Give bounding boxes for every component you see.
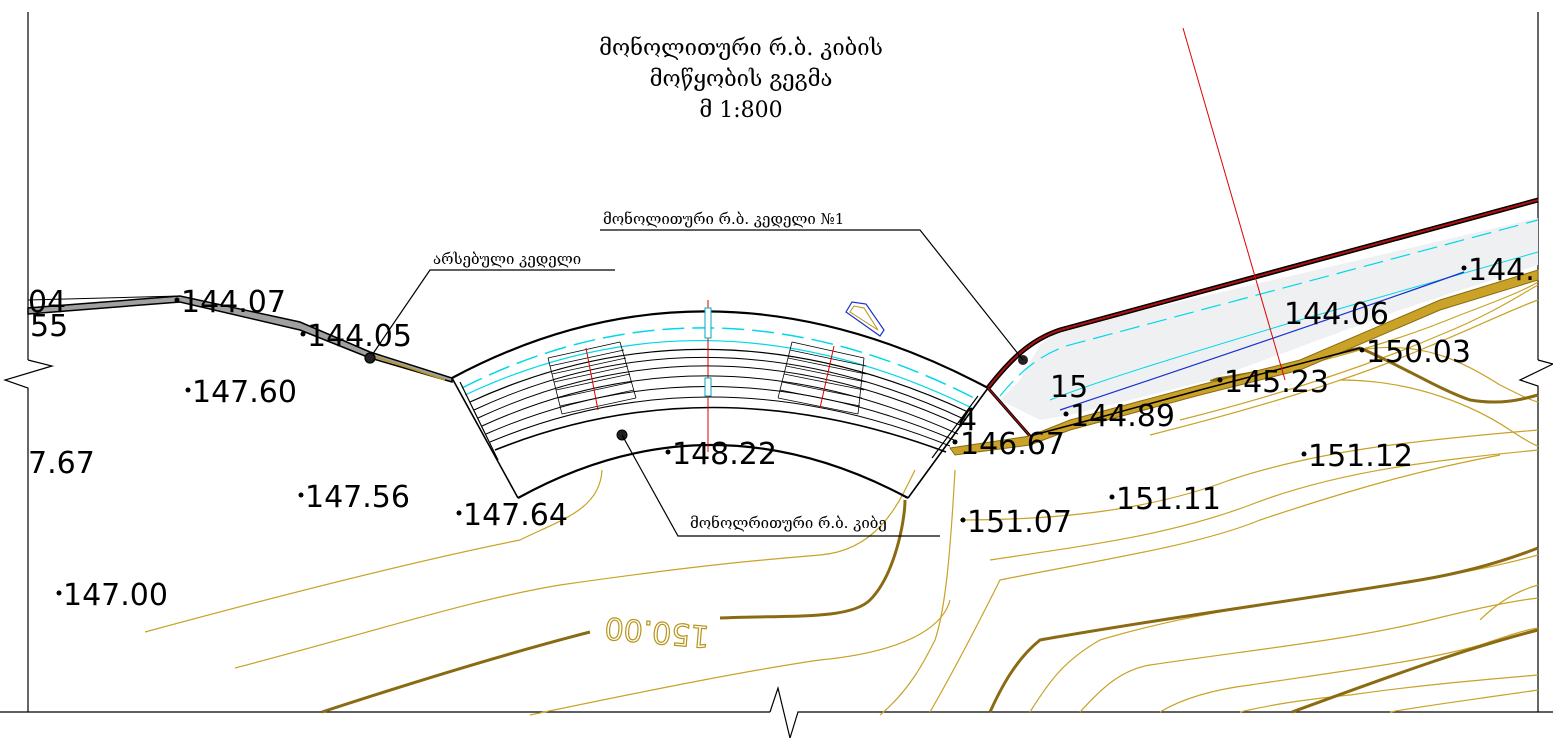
monolithic-stair [451, 300, 989, 499]
contour-label: 150.00 [603, 609, 712, 654]
elevation-label: 151.11 [1116, 482, 1221, 517]
elevation-label: 4 [958, 403, 977, 438]
elevation-label: 144.06 [1284, 297, 1389, 332]
contour-label-text: 150.00 [603, 609, 711, 653]
label-wall-no1: მონოლითური რ.ბ. კედელი №1 [603, 210, 844, 228]
major-contour-lines [321, 346, 1539, 714]
title-line2: მოწყობის გეგმა [650, 67, 833, 92]
elevation-label: 04 [28, 285, 66, 320]
elevation-label: 147.56 [305, 480, 410, 515]
title-line1: მონოლითური რ.ბ. კიბის [599, 35, 883, 61]
label-stair: მონოლრითური რ.ბ. კიბე [690, 514, 887, 532]
elevation-label: 146.67 [960, 427, 1065, 462]
elevation-label: 151.07 [967, 505, 1072, 540]
elevation-label: 147.64 [463, 498, 568, 533]
elevation-label: 144. [1468, 253, 1535, 288]
label-existing-wall: არსებული კედელი [433, 250, 581, 268]
elevation-label: 15 [1050, 370, 1088, 405]
elevation-label: 147.60 [192, 375, 297, 410]
elevation-label: 144.89 [1070, 399, 1175, 434]
elevation-label: 7.67 [28, 446, 95, 481]
elevation-label: 144.05 [307, 319, 412, 354]
spot-elevations: 144.07 144.05 147.60 147.56 147.64 147.0… [28, 253, 1535, 613]
elevation-label: 147.00 [63, 578, 168, 613]
title-scale: მ 1:800 [699, 98, 782, 123]
elevation-label: 151.12 [1308, 439, 1413, 474]
elevation-label: 148.22 [672, 437, 777, 472]
leader-lines [364, 229, 1024, 537]
elevation-label: 144.07 [181, 285, 286, 320]
wall-no1 [949, 27, 1539, 456]
elevation-label: 145.23 [1224, 365, 1329, 400]
elevation-label: 55 [30, 309, 68, 344]
drawing-frame [0, 12, 1553, 738]
elevation-label: 150.03 [1366, 335, 1471, 370]
